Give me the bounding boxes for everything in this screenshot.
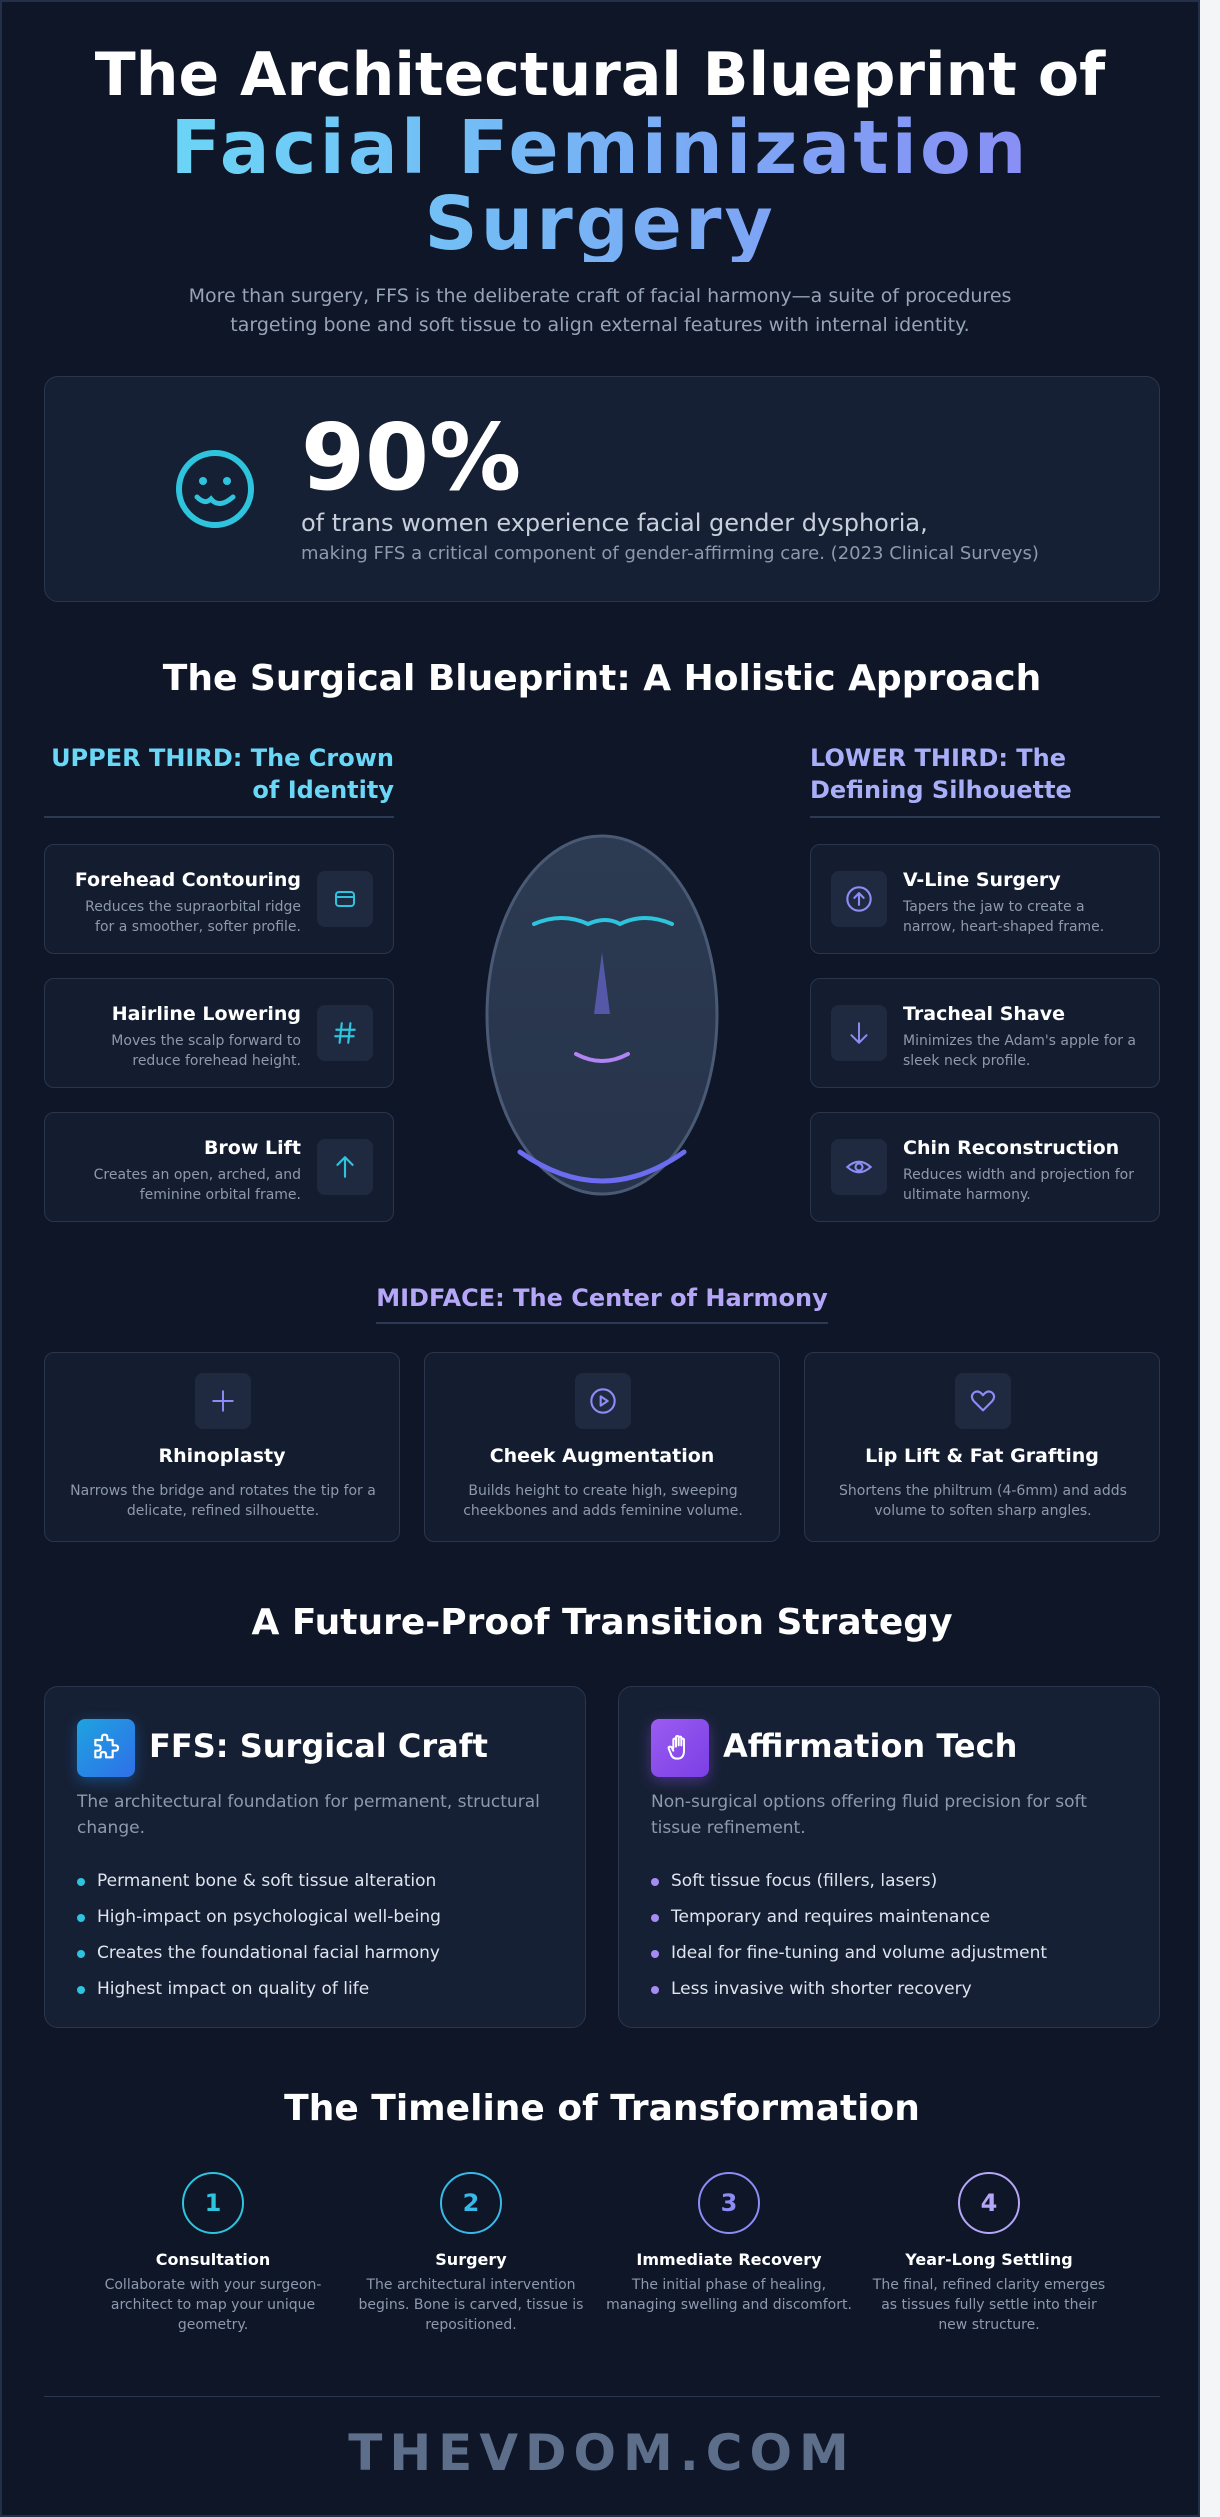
blueprint-title: The Surgical Blueprint: A Holistic Appro…: [162, 658, 1042, 699]
hero-title-line2: Facial Feminization Surgery: [150, 110, 1050, 262]
procedure-title: V-Line Surgery: [903, 869, 1061, 891]
timeline-title: The Timeline of Transformation: [284, 2088, 920, 2129]
hero-subtitle: More than surgery, FFS is the deliberate…: [188, 285, 1012, 336]
midface-title: Cheek Augmentation: [489, 1445, 715, 1467]
procedure-desc: Tapers the jaw to create a narrow, heart…: [903, 899, 1105, 935]
heart-icon: [955, 1373, 1011, 1429]
footer-brand: THEVDOM.COM: [348, 2424, 856, 2482]
card-icon: [317, 871, 373, 927]
list-item: Soft tissue focus (fillers, lasers): [651, 1863, 1047, 1899]
timeline-step-year-long-settling: 4 Year-Long Settling The final, refined …: [862, 2172, 1116, 2335]
midface-card-cheek-augmentation: Cheek Augmentation Builds height to crea…: [424, 1352, 780, 1542]
step-number: 2: [440, 2172, 502, 2234]
procedure-card-chin-reconstruction: Chin Reconstruction Reduces width and pr…: [810, 1112, 1160, 1222]
midface-desc: Narrows the bridge and rotates the tip f…: [70, 1483, 376, 1519]
midface-card-rhinoplasty: Rhinoplasty Narrows the bridge and rotat…: [44, 1352, 400, 1542]
procedure-card-v-line-surgery: V-Line Surgery Tapers the jaw to create …: [810, 844, 1160, 954]
procedure-card-hairline-lowering: Hairline Lowering Moves the scalp forwar…: [44, 978, 394, 1088]
list-item: Highest impact on quality of life: [77, 1971, 441, 2007]
tech-title: Affirmation Tech: [723, 1727, 1018, 1765]
midface-title: Rhinoplasty: [158, 1445, 286, 1467]
step-title: Immediate Recovery: [636, 2250, 822, 2269]
stat-value: 90%: [301, 404, 522, 511]
hero-title-line1: The Architectural Blueprint of: [94, 40, 1106, 110]
face-illustration: [485, 834, 719, 1196]
list-item: Ideal for fine-tuning and volume adjustm…: [651, 1935, 1047, 1971]
list-item: Less invasive with shorter recovery: [651, 1971, 1047, 2007]
list-item: Temporary and requires maintenance: [651, 1899, 1047, 1935]
procedure-card-brow-lift: Brow Lift Creates an open, arched, and f…: [44, 1112, 394, 1222]
arrow-down-icon: [831, 1005, 887, 1061]
play-circle-icon: [575, 1373, 631, 1429]
ffs-title: FFS: Surgical Craft: [149, 1727, 488, 1765]
arrow-up-circle-icon: [831, 871, 887, 927]
procedure-card-tracheal-shave: Tracheal Shave Minimizes the Adam's appl…: [810, 978, 1160, 1088]
hand-icon: [651, 1719, 709, 1777]
ffs-desc: The architectural foundation for permane…: [77, 1792, 540, 1838]
puzzle-icon: [77, 1719, 135, 1777]
step-title: Consultation: [155, 2250, 271, 2269]
hero: The Architectural Blueprint of Facial Fe…: [2, 2, 1198, 340]
midface-title: Lip Lift & Fat Grafting: [865, 1445, 1099, 1467]
footer-divider: [44, 2396, 1160, 2397]
list-item: Permanent bone & soft tissue alteration: [77, 1863, 441, 1899]
procedure-title: Chin Reconstruction: [903, 1137, 1120, 1159]
ffs-card: FFS: Surgical Craft The architectural fo…: [44, 1686, 586, 2028]
step-desc: Collaborate with your surgeon-architect …: [104, 2277, 322, 2333]
timeline-step-surgery: 2 Surgery The architectural intervention…: [344, 2172, 598, 2335]
midface-desc: Shortens the philtrum (4-6mm) and adds v…: [839, 1483, 1127, 1519]
hash-icon: [317, 1005, 373, 1061]
step-desc: The initial phase of healing, managing s…: [606, 2277, 852, 2313]
step-number: 4: [958, 2172, 1020, 2234]
arrow-up-icon: [317, 1139, 373, 1195]
plus-icon: [195, 1373, 251, 1429]
procedure-desc: Moves the scalp forward to reduce forehe…: [111, 1033, 301, 1069]
procedure-title: Brow Lift: [203, 1137, 301, 1159]
tech-desc: Non-surgical options offering fluid prec…: [651, 1792, 1087, 1838]
midface-desc: Builds height to create high, sweeping c…: [463, 1483, 743, 1519]
procedure-desc: Reduces width and projection for ultimat…: [903, 1167, 1134, 1203]
lower-third-heading: LOWER THIRD: The Defining Silhouette: [810, 742, 1160, 818]
procedure-desc: Minimizes the Adam's apple for a sleek n…: [903, 1033, 1137, 1069]
upper-third-heading: UPPER THIRD: The Crown of Identity: [44, 742, 394, 818]
procedure-desc: Reduces the supraorbital ridge for a smo…: [85, 899, 301, 935]
tech-list: Soft tissue focus (fillers, lasers) Temp…: [651, 1863, 1047, 2007]
step-desc: The final, refined clarity emerges as ti…: [872, 2277, 1106, 2333]
procedure-title: Forehead Contouring: [74, 869, 301, 891]
list-item: Creates the foundational facial harmony: [77, 1935, 441, 1971]
procedure-desc: Creates an open, arched, and feminine or…: [93, 1167, 301, 1203]
affirmation-tech-card: Affirmation Tech Non-surgical options of…: [618, 1686, 1160, 2028]
midface-heading: MIDFACE: The Center of Harmony: [376, 1284, 828, 1324]
procedure-card-forehead-contouring: Forehead Contouring Reduces the supraorb…: [44, 844, 394, 954]
eye-icon: [831, 1139, 887, 1195]
smile-icon: [176, 450, 254, 528]
stat-note: making FFS a critical component of gende…: [301, 543, 1039, 564]
step-desc: The architectural intervention begins. B…: [358, 2277, 584, 2333]
step-number: 1: [182, 2172, 244, 2234]
midface-card-lip-lift: Lip Lift & Fat Grafting Shortens the phi…: [804, 1352, 1160, 1542]
step-title: Surgery: [435, 2250, 507, 2269]
timeline-step-immediate-recovery: 3 Immediate Recovery The initial phase o…: [602, 2172, 856, 2315]
list-item: High-impact on psychological well-being: [77, 1899, 441, 1935]
stat-card: 90% of trans women experience facial gen…: [44, 376, 1160, 602]
procedure-title: Tracheal Shave: [903, 1003, 1065, 1025]
ffs-list: Permanent bone & soft tissue alteration …: [77, 1863, 441, 2007]
timeline-step-consultation: 1 Consultation Collaborate with your sur…: [86, 2172, 340, 2335]
step-number: 3: [698, 2172, 760, 2234]
stat-text: of trans women experience facial gender …: [301, 509, 928, 537]
strategy-title: A Future-Proof Transition Strategy: [251, 1602, 953, 1643]
procedure-title: Hairline Lowering: [111, 1003, 301, 1025]
step-title: Year-Long Settling: [905, 2250, 1073, 2269]
